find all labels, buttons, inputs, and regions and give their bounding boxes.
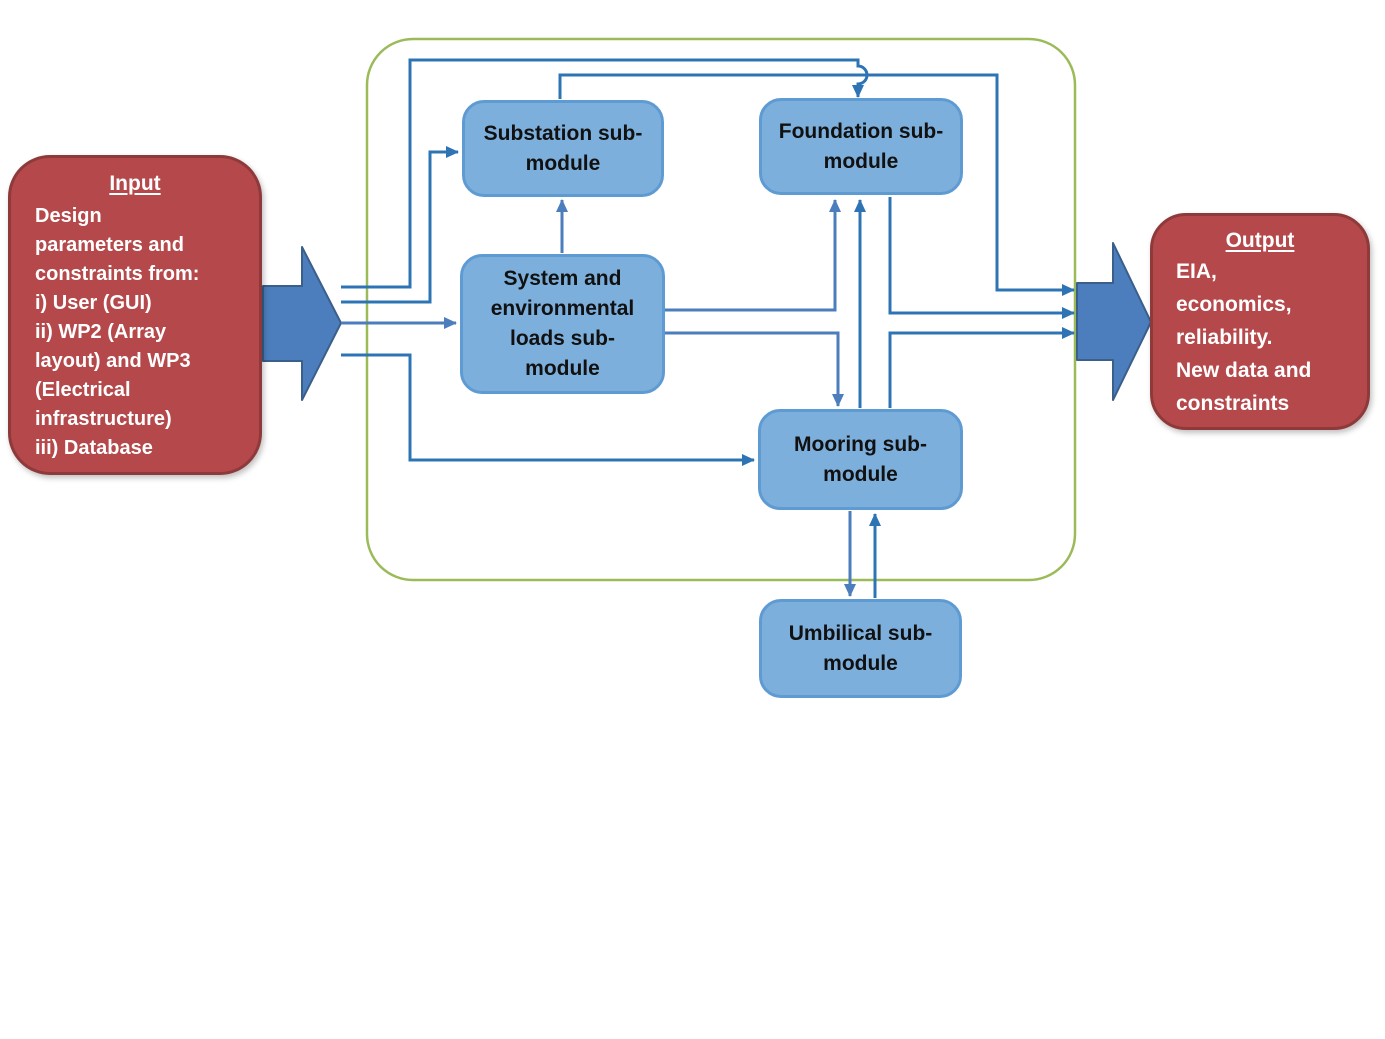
arrow-input-to-substation — [341, 146, 459, 304]
arrow-foundation-to-output — [888, 197, 1075, 319]
arrow-mooring-to-output — [888, 327, 1075, 408]
module-foundation: Foundation sub- module — [759, 98, 963, 195]
arrow-envloads-to-foundation — [664, 199, 841, 312]
input-box: Input Design parameters and constraints … — [8, 155, 262, 475]
input-body-text: Design parameters and constraints from: … — [35, 205, 200, 459]
module-envloads: System and environmental loads sub- modu… — [460, 254, 665, 394]
input-title: Input — [109, 172, 161, 195]
arrow-envloads-to-mooring — [664, 331, 844, 407]
module-substation: Substation sub- module — [462, 100, 664, 197]
module-mooring-label: Mooring sub- module — [794, 432, 927, 486]
input-block-arrow — [262, 246, 342, 401]
module-mooring: Mooring sub- module — [758, 409, 963, 510]
module-foundation-label: Foundation sub- module — [778, 119, 944, 173]
module-umbilical-label: Umbilical sub- module — [788, 621, 933, 675]
output-block-arrow — [1076, 242, 1152, 401]
module-substation-label: Substation sub- module — [483, 121, 643, 175]
module-umbilical: Umbilical sub- module — [759, 599, 962, 698]
output-box: Output EIA, economics, reliability. New … — [1150, 213, 1370, 430]
output-title: Output — [1225, 229, 1295, 252]
output-body-text: EIA, economics, reliability. New data an… — [1176, 260, 1312, 415]
module-envloads-label: System and environmental loads sub- modu… — [490, 267, 635, 380]
